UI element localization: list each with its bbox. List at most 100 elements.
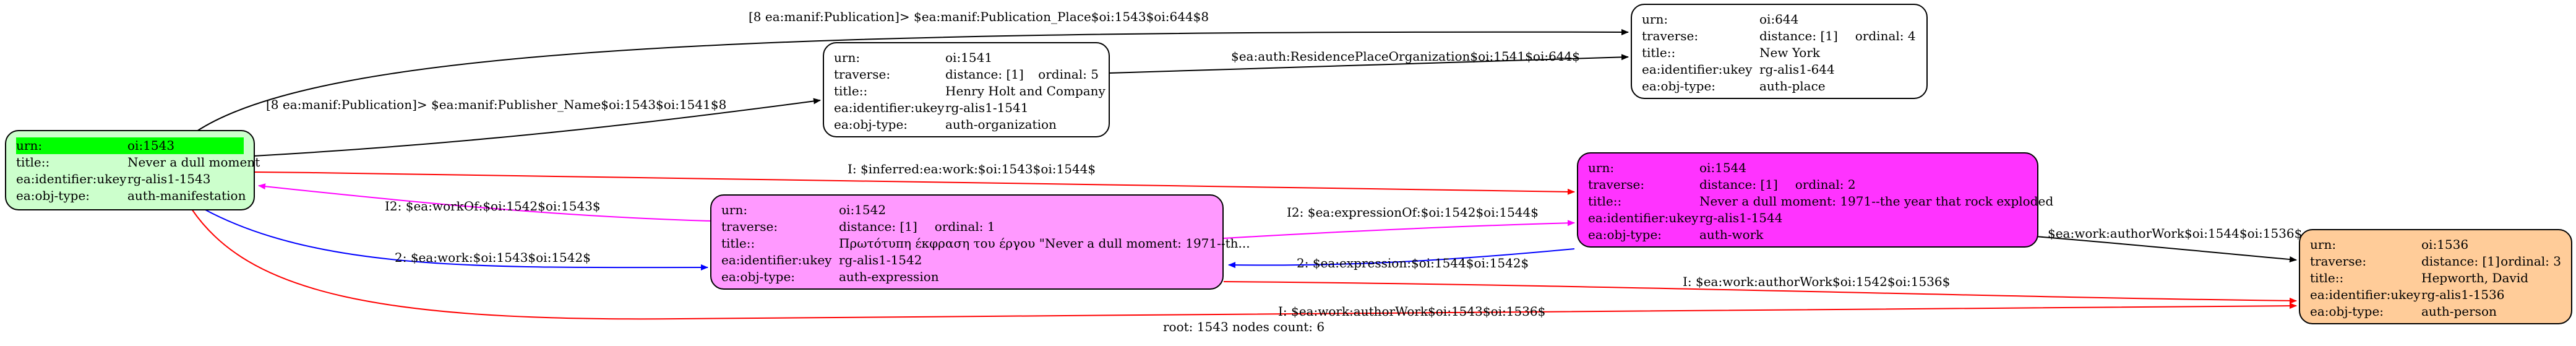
edge-1543-1541: [8 ea:manif:Publication]> $ea:manif:Publ… xyxy=(253,97,821,157)
node-value: oi:1541 xyxy=(945,50,993,65)
node-row-urn: urn: oi:1536 xyxy=(2310,236,2561,253)
node-key: traverse: xyxy=(1588,177,1645,192)
node-key: ea:identifier:ukey xyxy=(1642,62,1753,77)
node-value: oi:1542 xyxy=(839,202,887,217)
node-row-title: title:: Never a dull moment xyxy=(16,154,260,171)
edge-label: I2: $ea:workOf:$oi:1542$oi:1543$ xyxy=(385,199,601,214)
graph-node-1541[interactable]: urn: oi:1541 traverse: distance: [1] ord… xyxy=(823,42,1110,137)
node-key: urn: xyxy=(2310,237,2337,252)
node-row-ukey: ea:identifier:ukey rg-alis1-1544 xyxy=(1588,210,2027,227)
edge-1542-1543: I2: $ea:workOf:$oi:1542$oi:1543$ xyxy=(258,183,712,222)
node-value: Hepworth, David xyxy=(2421,270,2528,285)
node-row-traverse: traverse: distance: [1] ordinal: 1 xyxy=(721,218,1213,235)
edge-1544-1542: 2: $ea:expression:$oi:1544$oi:1542$ xyxy=(1228,248,1575,270)
node-value: Never a dull moment xyxy=(127,155,260,170)
node-row-urn: urn: oi:644 xyxy=(1642,11,1917,28)
graph-node-1536[interactable]: urn: oi:1536 traverse: distance: [1] ord… xyxy=(2299,229,2572,324)
node-value: rg-alis1-1541 xyxy=(945,100,1029,115)
graph-footer-caption: root: 1543 nodes count: 6 xyxy=(1163,319,1325,334)
node-key: title:: xyxy=(16,155,50,170)
node-value: auth-manifestation xyxy=(127,188,246,203)
graph-node-1543[interactable]: urn: oi:1543 title:: Never a dull moment… xyxy=(5,130,260,210)
node-value: distance: [1] xyxy=(1759,28,1838,43)
edge-label: [8 ea:manif:Publication]> $ea:manif:Publ… xyxy=(749,9,1209,24)
node-row-title: title:: Πρωτότυπη έκφραση του έργου "Nev… xyxy=(721,235,1250,252)
node-row-title: title:: Never a dull moment: 1971--the y… xyxy=(1588,193,2053,210)
edge-label: [8 ea:manif:Publication]> $ea:manif:Publ… xyxy=(266,97,726,112)
edge-label: $ea:work:authorWork$oi:1544$oi:1536$ xyxy=(2048,226,2302,241)
node-value: oi:644 xyxy=(1759,12,1799,27)
node-row-title: title:: Hepworth, David xyxy=(2310,270,2561,287)
node-value: distance: [1] xyxy=(839,219,917,234)
node-ordinal: ordinal: 2 xyxy=(1795,177,1856,192)
node-key: ea:obj-type: xyxy=(721,269,796,284)
edge-label: I: $ea:work:authorWork$oi:1543$oi:1536$ xyxy=(1278,304,1545,319)
node-value: Henry Holt and Company xyxy=(945,84,1106,98)
node-row-traverse: traverse: distance: [1] ordinal: 3 xyxy=(2310,253,2561,270)
node-value: oi:1544 xyxy=(1699,160,1747,175)
node-key: title:: xyxy=(721,236,755,251)
node-row-traverse: traverse: distance: [1] ordinal: 2 xyxy=(1588,176,2027,193)
edge-1543-1544: I: $inferred:ea:work:$oi:1543$oi:1544$ xyxy=(253,162,1575,195)
node-row-title: title:: Henry Holt and Company xyxy=(834,83,1106,100)
node-key: ea:identifier:ukey xyxy=(834,100,945,115)
node-row-ukey: ea:identifier:ukey rg-alis1-644 xyxy=(1642,61,1917,78)
edge-1543-1536: I: $ea:work:authorWork$oi:1543$oi:1536$ xyxy=(191,209,2297,320)
node-value: distance: [1] xyxy=(1699,177,1778,192)
node-row-traverse: traverse: distance: [1] ordinal: 5 xyxy=(834,66,1099,83)
node-value: rg-alis1-1542 xyxy=(839,253,922,267)
edge-label: I: $ea:work:authorWork$oi:1542$oi:1536$ xyxy=(1683,274,1950,289)
graph-node-644[interactable]: urn: oi:644 traverse: distance: [1] ordi… xyxy=(1631,4,1928,99)
node-value: rg-alis1-644 xyxy=(1759,62,1835,77)
node-key: ea:obj-type: xyxy=(16,188,90,203)
node-row-traverse: traverse: distance: [1] ordinal: 4 xyxy=(1642,28,1917,45)
edge-1541-644: $ea:auth:ResidencePlaceOrganization$oi:1… xyxy=(1109,49,1629,74)
graph-node-1544[interactable]: urn: oi:1544 traverse: distance: [1] ord… xyxy=(1577,152,2053,248)
node-row-ukey: ea:identifier:ukey rg-alis1-1542 xyxy=(721,252,1213,269)
node-value: Never a dull moment: 1971--the year that… xyxy=(1699,194,2054,209)
node-row-urn: urn: oi:1541 xyxy=(834,50,1099,66)
edge-label: 2: $ea:expression:$oi:1544$oi:1542$ xyxy=(1297,256,1529,270)
node-value: auth-place xyxy=(1759,79,1826,93)
node-key: ea:obj-type: xyxy=(1588,227,1662,242)
node-value: auth-person xyxy=(2421,304,2497,319)
node-key: traverse: xyxy=(2310,254,2367,269)
node-row-otype: ea:obj-type: auth-work xyxy=(1588,227,2027,243)
node-value: oi:1536 xyxy=(2421,237,2469,252)
node-key: ea:identifier:ukey xyxy=(2310,287,2421,302)
edge-1542-1536: I: $ea:work:authorWork$oi:1542$oi:1536$ xyxy=(1223,274,2297,304)
node-ordinal: ordinal: 5 xyxy=(1038,67,1099,82)
node-key: title:: xyxy=(1588,194,1622,209)
node-row-urn: urn: oi:1542 xyxy=(721,202,1213,218)
edge-label: $ea:auth:ResidencePlaceOrganization$oi:1… xyxy=(1231,49,1580,64)
graph-node-1542[interactable]: urn: oi:1542 traverse: distance: [1] ord… xyxy=(710,194,1250,290)
node-value: auth-expression xyxy=(839,269,939,284)
node-value: oi:1543 xyxy=(127,138,175,153)
node-key: urn: xyxy=(1588,160,1615,175)
node-value: rg-alis1-1543 xyxy=(127,171,211,186)
node-value: rg-alis1-1536 xyxy=(2421,287,2505,302)
edge-label: I2: $ea:expressionOf:$oi:1542$oi:1544$ xyxy=(1287,205,1539,220)
edge-1542-1544: I2: $ea:expressionOf:$oi:1542$oi:1544$ xyxy=(1223,205,1575,239)
node-row-ukey: ea:identifier:ukey rg-alis1-1536 xyxy=(2310,287,2561,303)
node-key: traverse: xyxy=(834,67,891,82)
node-value: auth-work xyxy=(1699,227,1764,242)
node-row-otype: ea:obj-type: auth-manifestation xyxy=(16,188,246,204)
node-key: urn: xyxy=(1642,12,1668,27)
node-ordinal: ordinal: 4 xyxy=(1855,28,1916,43)
node-row-otype: ea:obj-type: auth-person xyxy=(2310,303,2561,320)
edge-label: 2: $ea:work:$oi:1543$oi:1542$ xyxy=(395,250,591,265)
node-key: ea:identifier:ukey xyxy=(1588,210,1699,225)
node-key: title:: xyxy=(834,84,868,98)
edge-1544-1536: $ea:work:authorWork$oi:1544$oi:1536$ xyxy=(2035,226,2302,263)
node-value: distance: [1] xyxy=(2421,254,2500,269)
edge-1543-644: [8 ea:manif:Publication]> $ea:manif:Publ… xyxy=(196,9,1629,132)
node-row-ukey: ea:identifier:ukey rg-alis1-1543 xyxy=(16,171,244,188)
node-value: auth-organization xyxy=(945,117,1057,132)
node-value: New York xyxy=(1759,45,1820,60)
node-row-urn: urn: oi:1543 xyxy=(16,137,244,154)
node-value: Πρωτότυπη έκφραση του έργου "Never a dul… xyxy=(839,236,1250,251)
node-key: ea:obj-type: xyxy=(1642,79,1716,93)
node-ordinal: ordinal: 3 xyxy=(2501,254,2561,269)
